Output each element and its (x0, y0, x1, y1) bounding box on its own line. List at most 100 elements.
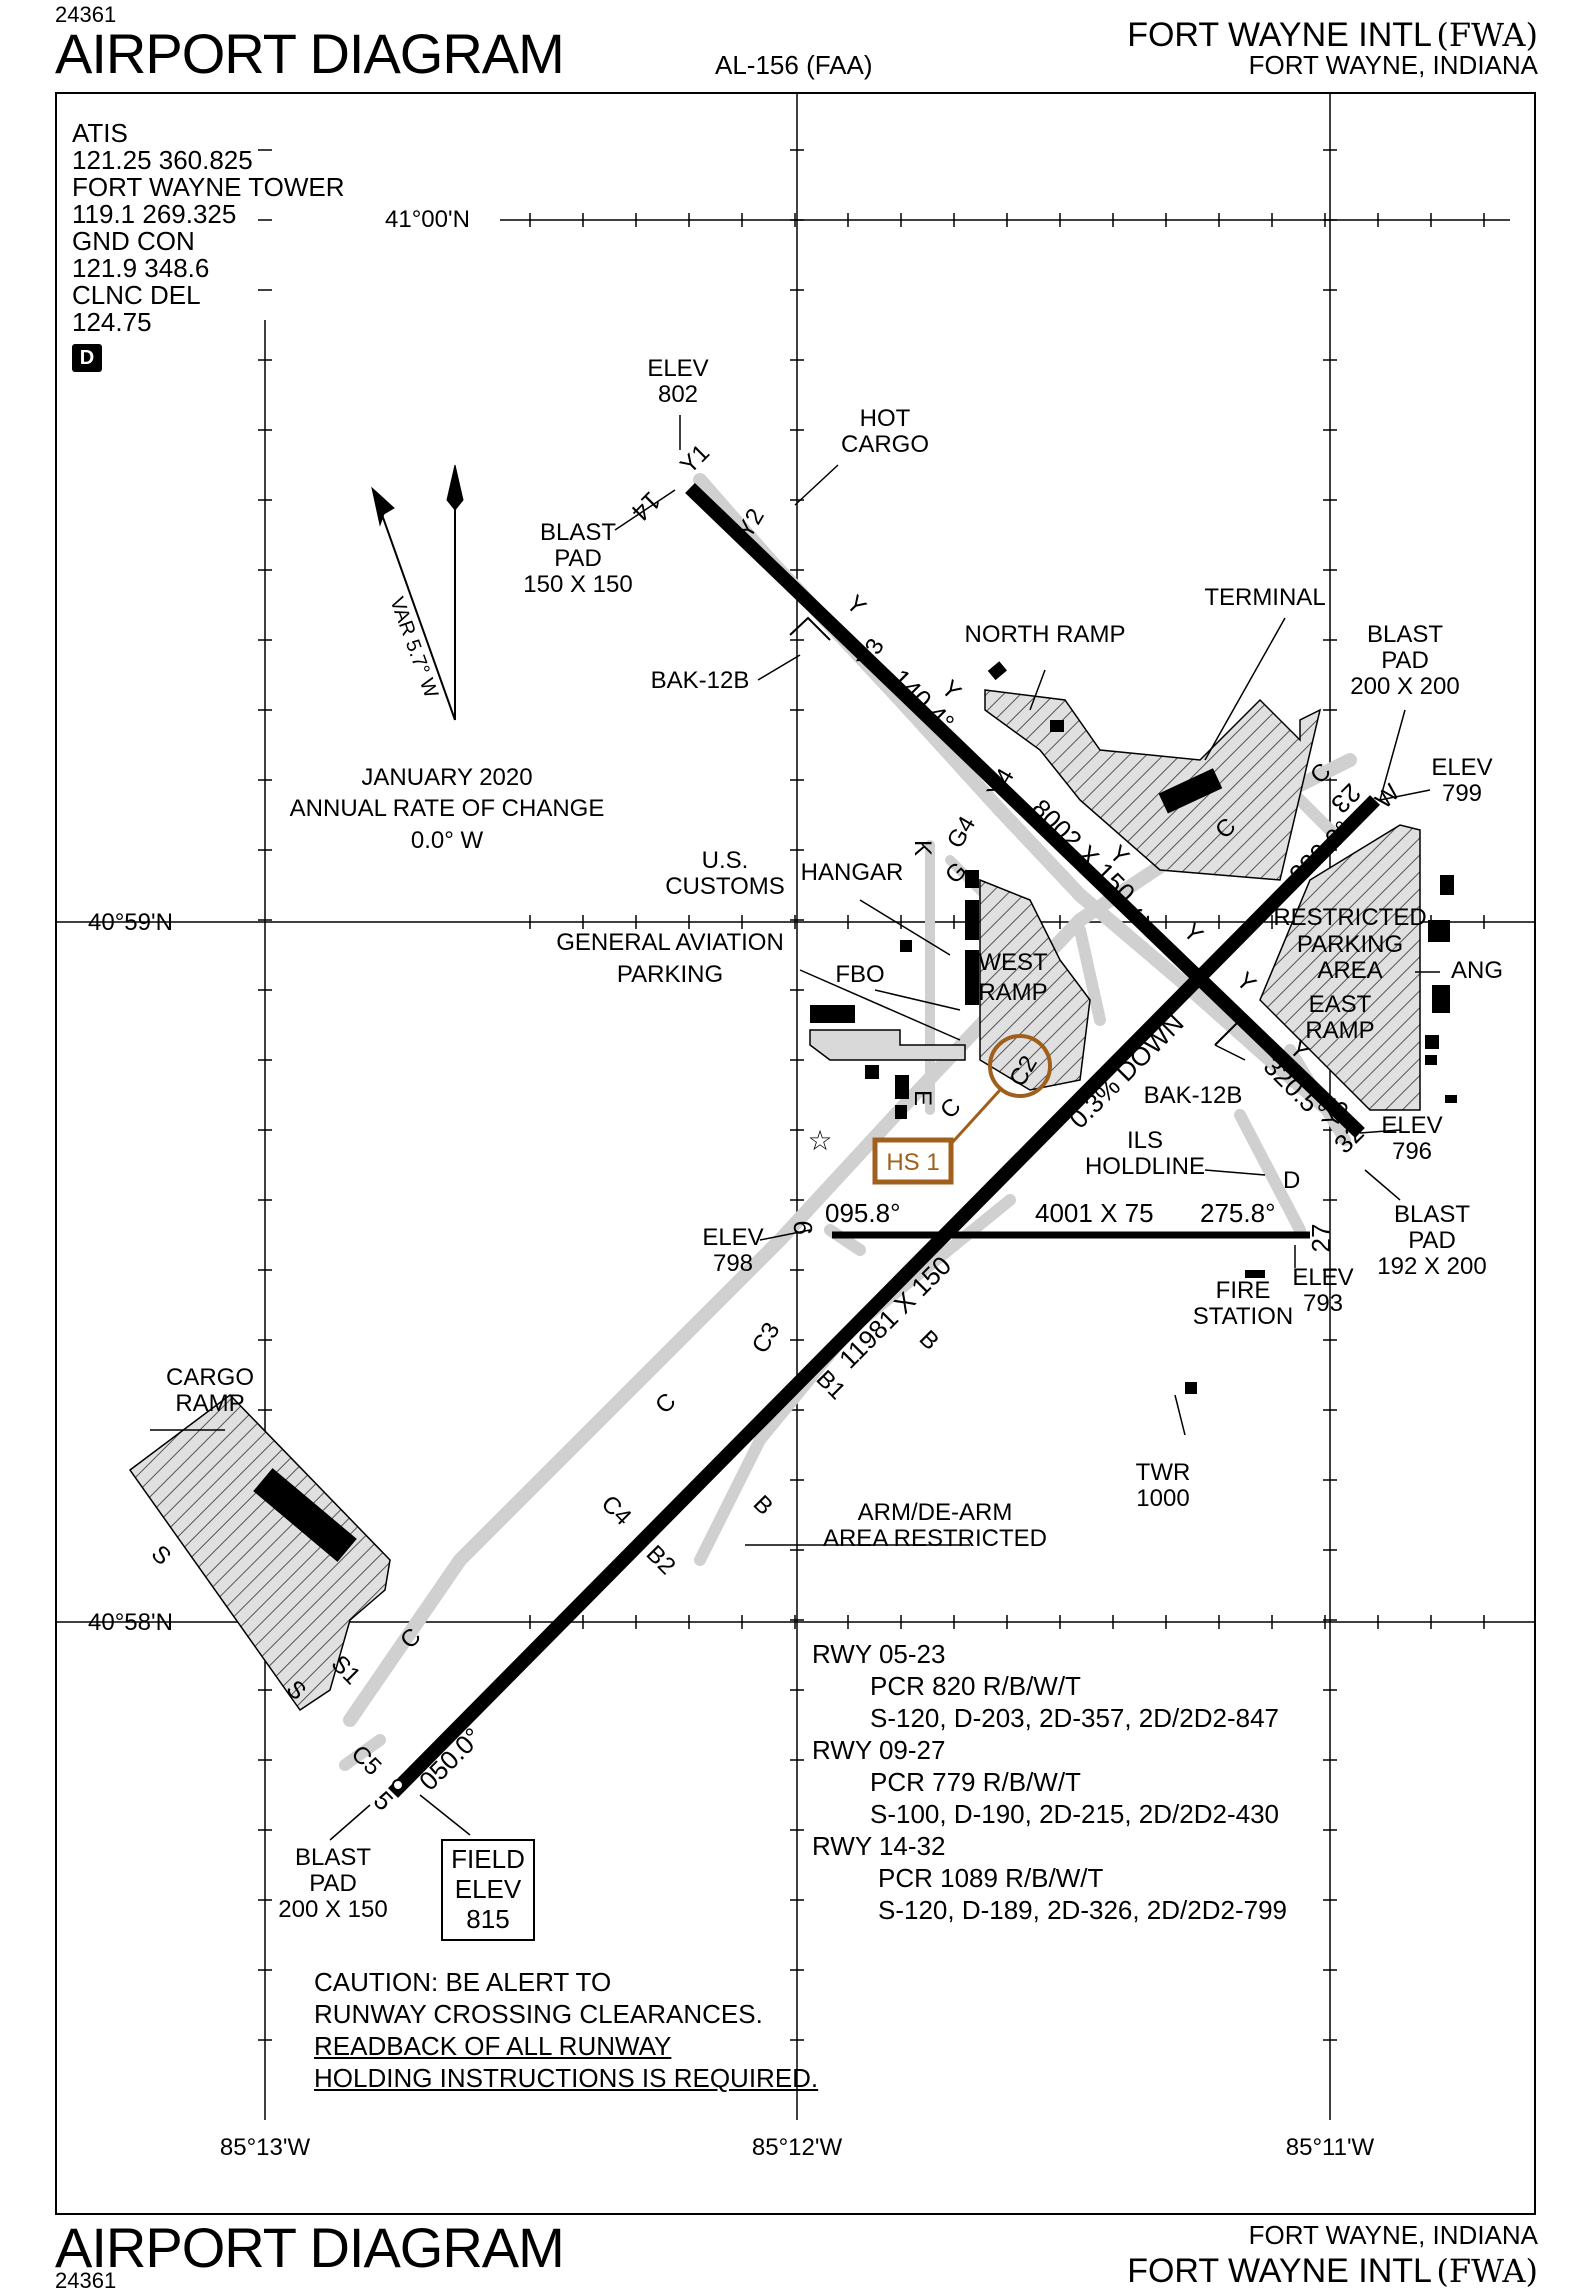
svg-text:BLAST: BLAST (540, 519, 616, 546)
svg-text:S: S (146, 1540, 176, 1570)
svg-text:HANGAR: HANGAR (801, 859, 904, 886)
svg-text:FBO: FBO (835, 961, 884, 988)
svg-text:ELEV: ELEV (455, 1874, 522, 1904)
rwy27-number: 27 (1306, 1224, 1336, 1253)
svg-text:PAD: PAD (554, 545, 602, 572)
airport-name: FORT WAYNE INTL (1127, 16, 1432, 54)
rwy9-heading: 095.8° (825, 1198, 900, 1228)
svg-text:NORTH RAMP: NORTH RAMP (965, 621, 1126, 648)
svg-text:150 X 150: 150 X 150 (523, 571, 632, 598)
frequency-block: ATIS 121.25 360.825 FORT WAYNE TOWER 119… (72, 120, 345, 372)
arp-marker (392, 1779, 404, 1791)
svg-text:PAD: PAD (309, 1870, 357, 1897)
svg-text:FIRE: FIRE (1216, 1277, 1271, 1304)
svg-text:C3: C3 (747, 1318, 786, 1358)
rwy-table-row-1: RWY 05-23 PCR 820 R/B/W/T S-120, D-203, … (812, 1639, 1280, 1733)
svg-text:ARM/DE-ARM: ARM/DE-ARM (858, 1499, 1013, 1526)
svg-text:EAST: EAST (1309, 991, 1372, 1018)
svg-text:AREA RESTRICTED: AREA RESTRICTED (823, 1525, 1047, 1552)
arrestor-symbols (789, 616, 1256, 1046)
svg-text:B: B (914, 1325, 944, 1355)
svg-text:200 X 200: 200 X 200 (1350, 673, 1459, 700)
svg-text:GENERAL AVIATION: GENERAL AVIATION (556, 929, 784, 956)
map-labels: ELEV 802 HOT CARGO BLAST PAD 150 X 150 B… (166, 355, 1503, 1923)
leader-lines (150, 415, 1440, 1841)
rwy9-number: 9 (788, 1221, 818, 1235)
rwy14-number: 14 (625, 486, 667, 528)
rwy-table-row-3: RWY 14-32 PCR 1089 R/B/W/T S-120, D-189,… (812, 1831, 1288, 1925)
svg-text:ELEV: ELEV (702, 1224, 763, 1251)
chart-title-top: AIRPORT DIAGRAM (55, 22, 565, 85)
freq-clnc-label: CLNC DEL (72, 280, 201, 310)
svg-text:U.S.: U.S. (702, 847, 749, 874)
svg-text:RAMP: RAMP (175, 1390, 244, 1417)
runways (388, 482, 1380, 1798)
svg-text:200 X 150: 200 X 150 (278, 1896, 387, 1923)
terminal-building (1158, 768, 1223, 814)
rwy9-dims: 4001 X 75 (1035, 1198, 1154, 1228)
svg-text:ELEV: ELEV (1381, 1112, 1442, 1139)
chart-id-bottom: 24361 (55, 2268, 117, 2293)
hot-spot-hs1: HS 1 C2 (872, 1034, 1052, 1185)
svg-text:RESTRICTED: RESTRICTED (1273, 904, 1426, 931)
var-label: VAR 5.7° W (385, 594, 442, 701)
svg-text:RAMP: RAMP (1305, 1017, 1374, 1044)
fire-station-building (1245, 1270, 1265, 1278)
svg-text:799: 799 (1442, 780, 1482, 807)
svg-text:C: C (650, 1388, 681, 1419)
chart-id-top: 24361 (55, 2, 117, 27)
taxiway-d (1234, 1109, 1306, 1236)
svg-text:PARKING: PARKING (617, 961, 723, 988)
airport-header: FORT WAYNE INTL (FWA) (1127, 16, 1538, 54)
svg-text:0.0° W: 0.0° W (411, 827, 484, 854)
lat-41-00-label: 41°00'N (385, 206, 470, 233)
diagram-frame (55, 92, 1536, 2215)
svg-text:FIELD: FIELD (451, 1844, 525, 1874)
chart-number: AL-156 (FAA) (715, 50, 873, 80)
rotating-beacon-icon: ☆ (807, 1125, 832, 1156)
lat-40-59-label: 40°59'N (88, 909, 173, 936)
svg-text:1000: 1000 (1136, 1485, 1189, 1512)
svg-text:TWR: TWR (1136, 1459, 1191, 1486)
runway-05-23 (388, 795, 1380, 1798)
svg-text:798: 798 (713, 1250, 753, 1277)
svg-text:D: D (1283, 1167, 1300, 1194)
tower-building (1185, 1382, 1197, 1394)
east-ramp-restricted (1259, 824, 1421, 1111)
taxiway-c5 (339, 1734, 386, 1771)
svg-text:JANUARY 2020: JANUARY 2020 (361, 764, 532, 791)
svg-text:STATION: STATION (1193, 1303, 1293, 1330)
svg-text:PAD: PAD (1381, 647, 1429, 674)
runway-data-table: RWY 05-23 PCR 820 R/B/W/T S-120, D-203, … (812, 1638, 1287, 1926)
airport-code: (FWA) (1436, 16, 1538, 54)
rwy05-dims: 11981 X 150 (833, 1250, 957, 1374)
svg-text:HOT: HOT (860, 405, 911, 432)
svg-text:Y1: Y1 (675, 439, 715, 479)
caution-notice: CAUTION: BE ALERT TO RUNWAY CROSSING CLE… (314, 1967, 819, 2093)
svg-text:CARGO: CARGO (166, 1364, 254, 1391)
svg-text:BAK-12B: BAK-12B (1144, 1082, 1243, 1109)
svg-text:ANG: ANG (1451, 957, 1503, 984)
svg-text:B: B (748, 1490, 778, 1520)
rwy-table-row-2: RWY 09-27 PCR 779 R/B/W/T S-100, D-190, … (812, 1735, 1280, 1829)
svg-text:BLAST: BLAST (1394, 1201, 1470, 1228)
freq-atis-label: ATIS (72, 118, 128, 148)
freq-clnc-value: 124.75 (72, 307, 152, 337)
svg-text:ANNUAL RATE OF CHANGE: ANNUAL RATE OF CHANGE (290, 795, 605, 822)
freq-atis-value: 121.25 360.825 (72, 145, 253, 175)
svg-text:Y: Y (1231, 967, 1261, 997)
svg-text:793: 793 (1303, 1290, 1343, 1317)
svg-text:ELEV: ELEV (1431, 754, 1492, 781)
footer-airport-name: FORT WAYNE INTL (1127, 2252, 1432, 2290)
hs1-label: HS 1 (886, 1149, 939, 1176)
svg-text:E: E (909, 1090, 936, 1106)
runway-14-32 (685, 482, 1365, 1139)
variation-block: JANUARY 2020 ANNUAL RATE OF CHANGE 0.0° … (290, 764, 605, 854)
rwy5-number: 5 (368, 1785, 399, 1816)
fbo-apron (809, 1029, 966, 1061)
lon-85-12-label: 85°12'W (752, 2134, 843, 2161)
svg-text:PARKING: PARKING (1297, 931, 1403, 958)
field-elevation-box: FIELD ELEV 815 (441, 1839, 535, 1941)
svg-text:ELEV: ELEV (1292, 1264, 1353, 1291)
north-ramp-terminal-area (984, 689, 1322, 881)
